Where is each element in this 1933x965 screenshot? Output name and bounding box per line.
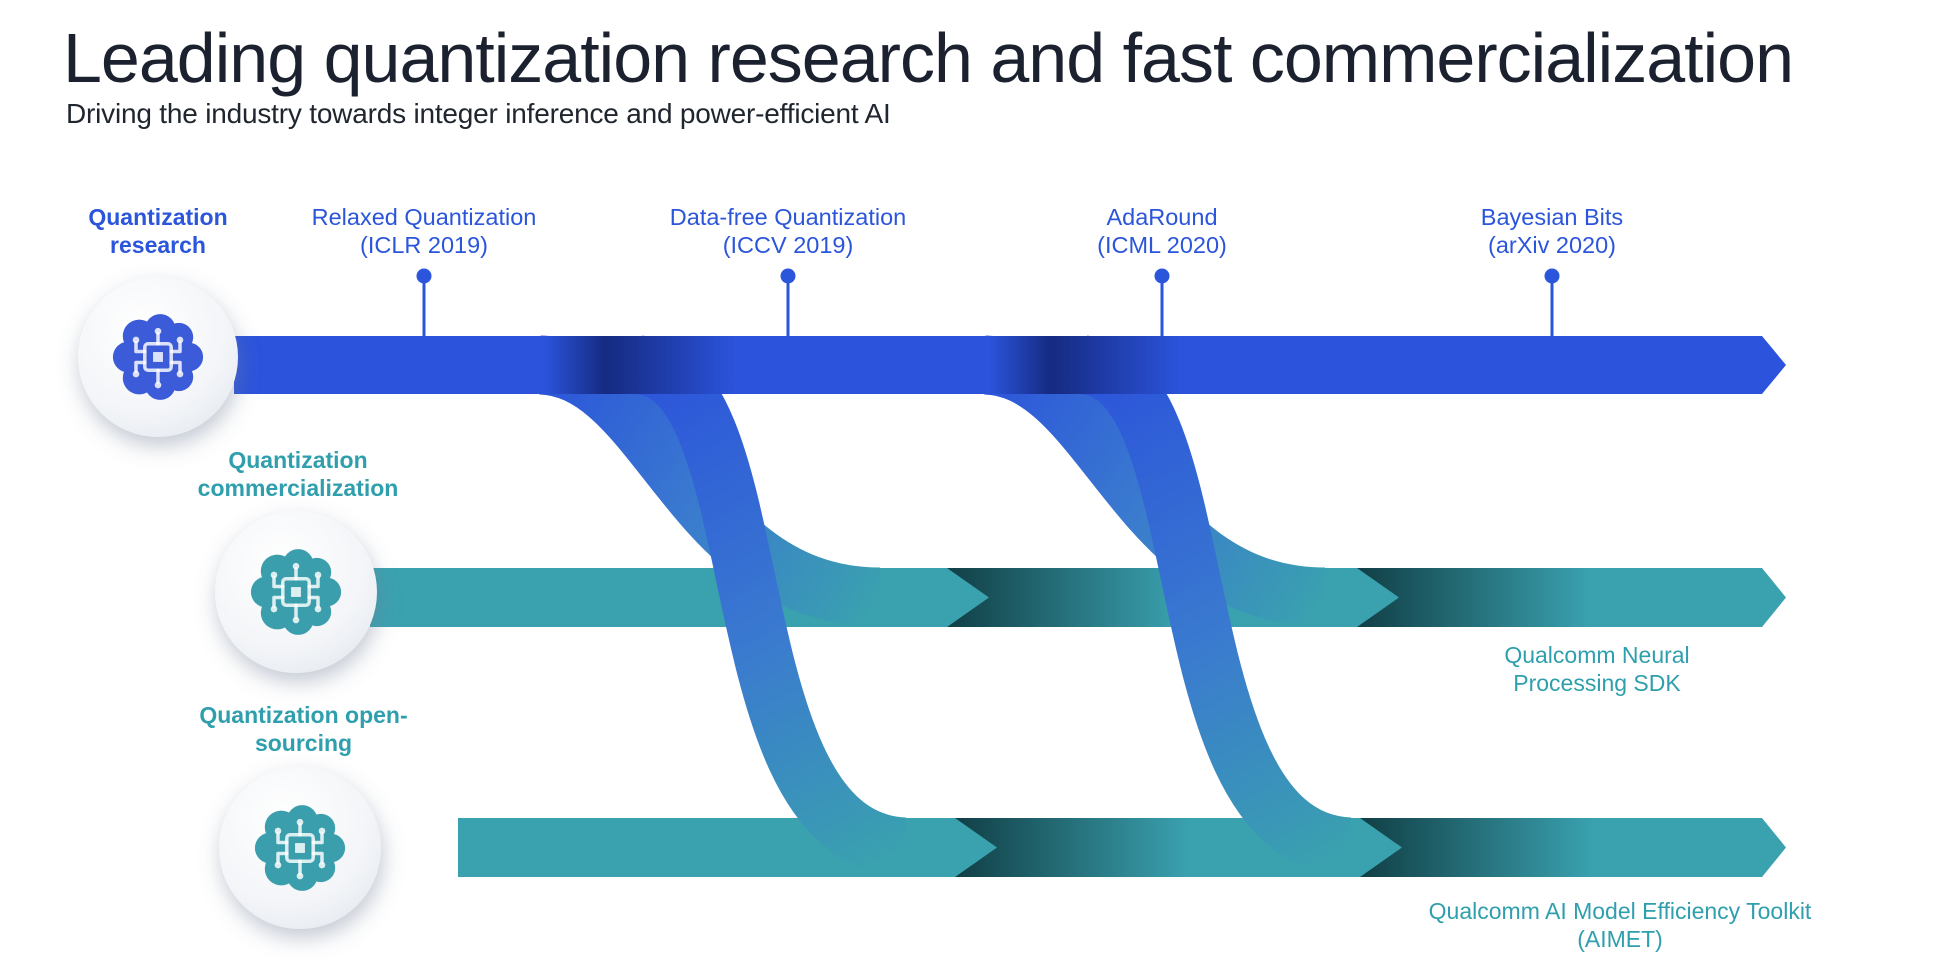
slide-subtitle: Driving the industry towards integer inf… [66,98,891,129]
milestone-venue: (ICLR 2019) [360,232,488,258]
milestone-marker [1154,268,1170,284]
milestone-data-free-quantization: Data-free Quantization (ICCV 2019) [618,203,958,259]
branch-shade [990,336,1180,394]
milestone-bayesian-bits: Bayesian Bits (arXiv 2020) [1382,203,1722,259]
merge-chevron-icon [947,568,989,627]
output-label-snpe: Qualcomm Neural Processing SDK [1504,642,1690,696]
milestone-name: Data-free Quantization [669,204,907,230]
lane-label-research: Quantization research [88,204,228,258]
milestone-name: Relaxed Quantization [311,204,537,230]
milestone-name: Bayesian Bits [1480,204,1624,230]
merge-chevron-icon [1357,568,1399,627]
milestone-marker [780,268,796,284]
merge-chevron-icon [1360,818,1402,877]
flow-ribbon-research-to-aimet [634,335,909,877]
milestone-adaround: AdaRound (ICML 2020) [992,203,1332,259]
merge-chevron-icon [955,818,997,877]
milestone-venue: (ICCV 2019) [722,232,854,258]
slide-title: Leading quantization research and fast c… [63,19,1794,97]
branch-shade [545,336,735,394]
lane-label-open-sourcing: Quantization open-sourcing [199,702,408,756]
milestone-relaxed-quantization: Relaxed Quantization (ICLR 2019) [254,203,594,259]
milestone-name: AdaRound [1106,204,1218,230]
milestone-marker [416,268,432,284]
output-label-aimet: Qualcomm AI Model Efficiency Toolkit (AI… [1428,898,1812,952]
milestone-venue: (arXiv 2020) [1488,232,1616,258]
milestone-marker [1544,268,1560,284]
milestone-stems [422,282,1554,336]
milestone-venue: (ICML 2020) [1097,232,1227,258]
flow-ribbon-research-to-aimet [1079,335,1354,877]
lane-label-commercialization: Quantization commercialization [197,447,399,501]
